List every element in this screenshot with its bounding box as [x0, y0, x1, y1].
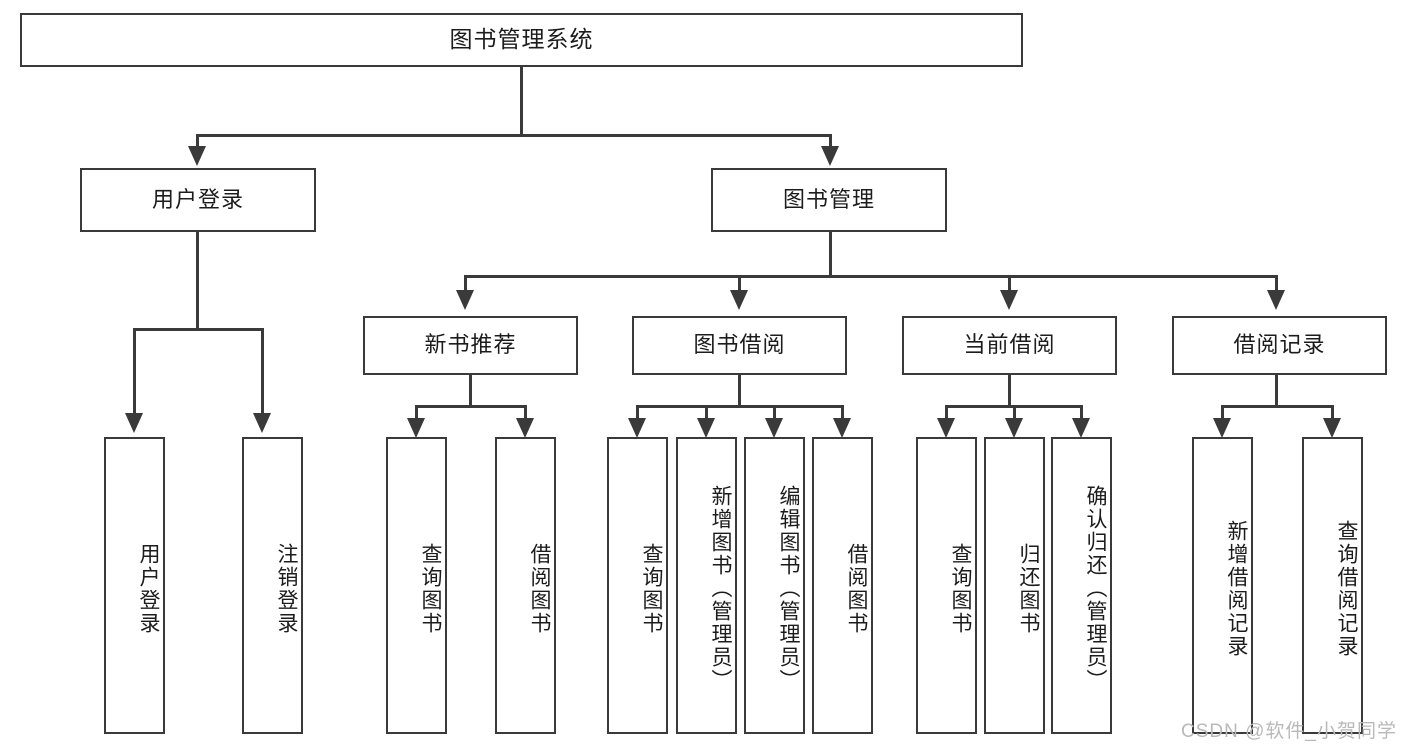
- node-label: 查询借阅记录: [1335, 519, 1358, 658]
- leaf-book-borrow-add-book-admin[interactable]: 新增图书（管理员）: [676, 437, 737, 734]
- node-label: 图书管理系统: [449, 26, 594, 53]
- arrowhead-book-borrow-child-2: [697, 418, 715, 438]
- arrowhead-to-current-borrow: [1000, 290, 1018, 310]
- node-label: 编辑图书（管理员）: [777, 485, 800, 692]
- node-root-book-management-system[interactable]: 图书管理系统: [20, 13, 1023, 67]
- connector-level2-bar: [196, 134, 832, 137]
- connector-new-book-recommend-stem: [469, 375, 472, 408]
- connector-book-borrow-bar: [636, 405, 842, 408]
- arrowhead-to-borrow-record: [1267, 290, 1285, 310]
- connector-borrow-record-child-1: [1221, 405, 1224, 423]
- connector-book-borrow-child-3: [773, 405, 776, 423]
- arrowhead-book-borrow-child-1: [628, 418, 646, 438]
- node-label: 新书推荐: [424, 332, 517, 358]
- node-label: 归还图书: [1017, 542, 1040, 635]
- leaf-user-login-logout[interactable]: 注销登录: [242, 437, 303, 734]
- connector-current-borrow-child-1: [945, 405, 948, 423]
- connector-user-login-bar: [133, 328, 264, 331]
- node-label: 查询图书: [640, 542, 663, 635]
- connector-book-borrow-child-1: [636, 405, 639, 423]
- connector-book-management-stem: [829, 232, 832, 278]
- node-book-borrow[interactable]: 图书借阅: [632, 316, 847, 375]
- node-label: 用户登录: [151, 186, 244, 212]
- connector-new-book-recommend-child-1: [415, 405, 418, 423]
- connector-user-login-child-2: [261, 328, 264, 417]
- arrowhead-new-book-recommend-child-2: [516, 418, 534, 438]
- connector-to-new-book-recommend: [464, 275, 467, 293]
- connector-current-borrow-stem: [1008, 375, 1011, 408]
- arrowhead-to-book-borrow: [730, 290, 748, 310]
- leaf-borrow-record-add-record[interactable]: 新增借阅记录: [1192, 437, 1253, 734]
- node-current-borrow[interactable]: 当前借阅: [902, 316, 1117, 375]
- connector-to-book-borrow: [738, 275, 741, 293]
- leaf-current-borrow-return-book[interactable]: 归还图书: [984, 437, 1045, 734]
- connector-book-borrow-child-4: [841, 405, 844, 423]
- arrowhead-to-new-book-recommend: [456, 290, 474, 310]
- leaf-book-borrow-borrow-book[interactable]: 借阅图书: [812, 437, 873, 734]
- leaf-current-borrow-query-book[interactable]: 查询图书: [916, 437, 977, 734]
- node-label: 新增图书（管理员）: [709, 485, 732, 692]
- connector-user-login-stem: [196, 232, 199, 331]
- connector-to-borrow-record: [1275, 275, 1278, 293]
- leaf-user-login-login[interactable]: 用户登录: [104, 437, 165, 734]
- node-label: 当前借阅: [963, 332, 1056, 358]
- arrowhead-to-user-login: [188, 146, 206, 166]
- node-label: 用户登录: [137, 542, 160, 635]
- arrowhead-current-borrow-child-1: [937, 418, 955, 438]
- node-user-login[interactable]: 用户登录: [80, 168, 316, 232]
- arrowhead-borrow-record-child-1: [1213, 418, 1231, 438]
- connector-new-book-recommend-bar: [415, 405, 527, 408]
- connector-root-stem: [520, 67, 523, 136]
- node-label: 注销登录: [275, 542, 298, 635]
- connector-user-login-child-1: [133, 328, 136, 417]
- leaf-current-borrow-confirm-return-admin[interactable]: 确认归还（管理员）: [1051, 437, 1112, 734]
- connector-book-borrow-child-2: [705, 405, 708, 423]
- connector-to-current-borrow: [1008, 275, 1011, 293]
- arrowhead-user-login-child-1: [125, 413, 143, 433]
- connector-to-user-login: [196, 134, 199, 150]
- node-label: 借阅记录: [1233, 332, 1326, 358]
- connector-new-book-recommend-child-2: [524, 405, 527, 423]
- leaf-borrow-record-query-record[interactable]: 查询借阅记录: [1302, 437, 1363, 734]
- connector-current-borrow-child-2: [1013, 405, 1016, 423]
- arrowhead-borrow-record-child-2: [1323, 418, 1341, 438]
- connector-borrow-record-child-2: [1331, 405, 1334, 423]
- arrowhead-to-book-management: [821, 146, 839, 166]
- node-borrow-record[interactable]: 借阅记录: [1172, 316, 1387, 375]
- node-label: 查询图书: [949, 542, 972, 635]
- node-new-book-recommend[interactable]: 新书推荐: [363, 316, 578, 375]
- arrowhead-user-login-child-2: [253, 413, 271, 433]
- connector-borrow-record-bar: [1221, 405, 1334, 408]
- node-label: 图书借阅: [693, 332, 786, 358]
- connector-current-borrow-child-3: [1080, 405, 1083, 423]
- leaf-new-book-recommend-borrow-book[interactable]: 借阅图书: [495, 437, 556, 734]
- node-label: 借阅图书: [528, 542, 551, 635]
- connector-book-borrow-stem: [738, 375, 741, 408]
- connector-borrow-record-stem: [1275, 375, 1278, 408]
- arrowhead-book-borrow-child-4: [833, 418, 851, 438]
- arrowhead-new-book-recommend-child-1: [407, 418, 425, 438]
- node-book-management[interactable]: 图书管理: [711, 168, 947, 232]
- node-label: 查询图书: [419, 542, 442, 635]
- leaf-new-book-recommend-query-book[interactable]: 查询图书: [386, 437, 447, 734]
- leaf-book-borrow-edit-book-admin[interactable]: 编辑图书（管理员）: [744, 437, 805, 734]
- connector-level3-bar: [464, 275, 1278, 278]
- arrowhead-current-borrow-child-3: [1072, 418, 1090, 438]
- arrowhead-current-borrow-child-2: [1005, 418, 1023, 438]
- node-label: 新增借阅记录: [1225, 519, 1248, 658]
- node-label: 借阅图书: [845, 542, 868, 635]
- node-label: 确认归还（管理员）: [1084, 485, 1107, 692]
- arrowhead-book-borrow-child-3: [765, 418, 783, 438]
- connector-to-book-management: [829, 134, 832, 150]
- node-label: 图书管理: [782, 186, 875, 212]
- leaf-book-borrow-query-book[interactable]: 查询图书: [607, 437, 668, 734]
